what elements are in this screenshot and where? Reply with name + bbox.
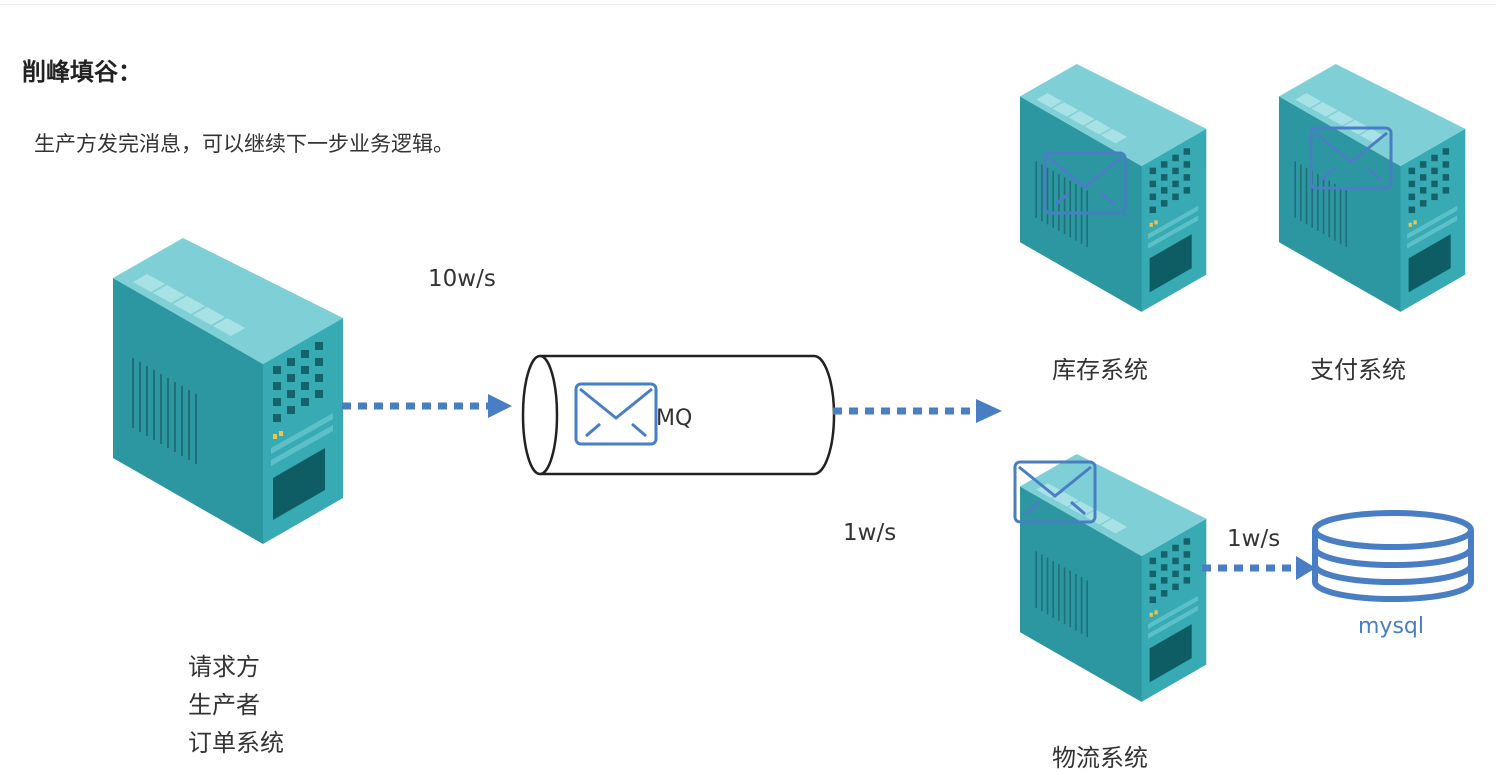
mysql-database-icon bbox=[1312, 510, 1474, 602]
page-description: 生产方发完消息，可以继续下一步业务逻辑。 bbox=[34, 132, 454, 156]
arrow-producer-to-mq bbox=[342, 394, 512, 418]
inventory-system-label: 库存系统 bbox=[1052, 356, 1148, 384]
payment-system-label: 支付系统 bbox=[1310, 356, 1406, 384]
inventory-server-icon bbox=[1019, 63, 1208, 313]
logistics-system-label: 物流系统 bbox=[1052, 744, 1148, 772]
producer-label-line1: 请求方 bbox=[188, 653, 260, 681]
producer-label: 请求方 生产者 订单系统 bbox=[188, 648, 284, 762]
rate-outbound: 1w/s bbox=[843, 520, 897, 546]
rate-inbound: 10w/s bbox=[428, 266, 496, 292]
producer-label-line2: 生产者 bbox=[188, 691, 260, 719]
arrow-mq-to-consumers bbox=[833, 399, 1002, 423]
page-title: 削峰填谷： bbox=[22, 58, 142, 86]
rate-to-db: 1w/s bbox=[1227, 526, 1281, 552]
mysql-label: mysql bbox=[1358, 614, 1424, 639]
mq-label: MQ bbox=[656, 406, 692, 431]
top-divider bbox=[0, 4, 1496, 5]
arrow-logistics-to-db bbox=[1202, 556, 1316, 580]
producer-server-icon bbox=[112, 237, 344, 545]
producer-label-line3: 订单系统 bbox=[188, 729, 284, 757]
